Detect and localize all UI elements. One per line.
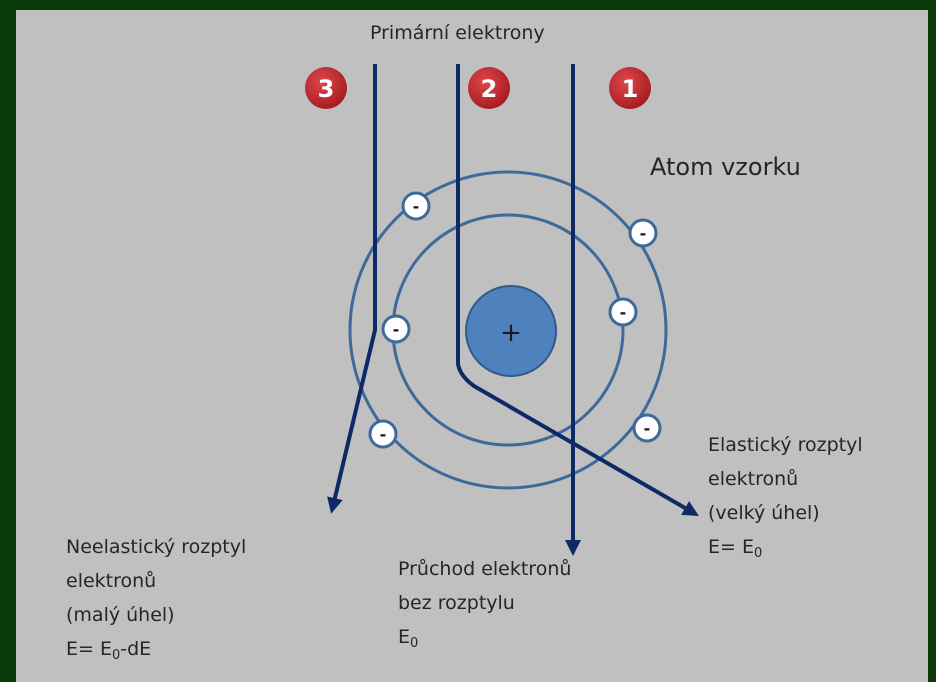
outer-orbit xyxy=(348,170,668,490)
pass-line-1: Průchod elektronů xyxy=(398,558,572,580)
electron: - xyxy=(632,413,662,443)
elastic-line-1: Elastický rozptyl xyxy=(708,434,863,456)
elastic-energy: E= E0 xyxy=(708,536,763,561)
inelastic-line-2: elektronů xyxy=(66,570,157,592)
svg-text:-: - xyxy=(413,197,420,216)
svg-text:-: - xyxy=(640,224,647,243)
nucleus xyxy=(465,285,557,377)
inelastic-scattering-label: Neelastický rozptyl elektronů (malý úhel… xyxy=(66,530,246,666)
beam-3-inelastic xyxy=(327,64,377,514)
svg-text:-: - xyxy=(393,320,400,339)
pass-energy: E0 xyxy=(398,626,419,651)
svg-text:-: - xyxy=(620,303,627,322)
elastic-scattering-label: Elastický rozptyl elektronů (velký úhel)… xyxy=(708,428,863,564)
beam-2-elastic xyxy=(456,64,699,517)
atom-label: Atom vzorku xyxy=(650,153,801,181)
svg-text:-: - xyxy=(644,419,651,438)
electron: - xyxy=(401,191,431,221)
pass-line-2: bez rozptylu xyxy=(398,592,515,614)
electron: - xyxy=(381,314,411,344)
beam-number-badge-2: 2 xyxy=(468,67,510,109)
diagram-title: Primární elektrony xyxy=(370,22,545,44)
beam-number-badge-1: 1 xyxy=(609,67,651,109)
inelastic-energy: E= E0-dE xyxy=(66,638,152,663)
svg-text:-: - xyxy=(380,425,387,444)
electron: - xyxy=(628,218,658,248)
nucleus-symbol: + xyxy=(500,318,522,348)
elastic-line-3: (velký úhel) xyxy=(708,502,820,524)
inelastic-line-3: (malý úhel) xyxy=(66,604,175,626)
inelastic-line-1: Neelastický rozptyl xyxy=(66,536,247,558)
svg-text:1: 1 xyxy=(622,75,639,103)
svg-text:2: 2 xyxy=(481,75,498,103)
electron: - xyxy=(368,419,398,449)
no-scattering-label: Průchod elektronů bez rozptylu E0 xyxy=(398,552,571,654)
beam-number-badge-3: 3 xyxy=(305,67,347,109)
svg-text:3: 3 xyxy=(318,75,335,103)
electron: - xyxy=(608,297,638,327)
elastic-line-2: elektronů xyxy=(708,468,799,490)
